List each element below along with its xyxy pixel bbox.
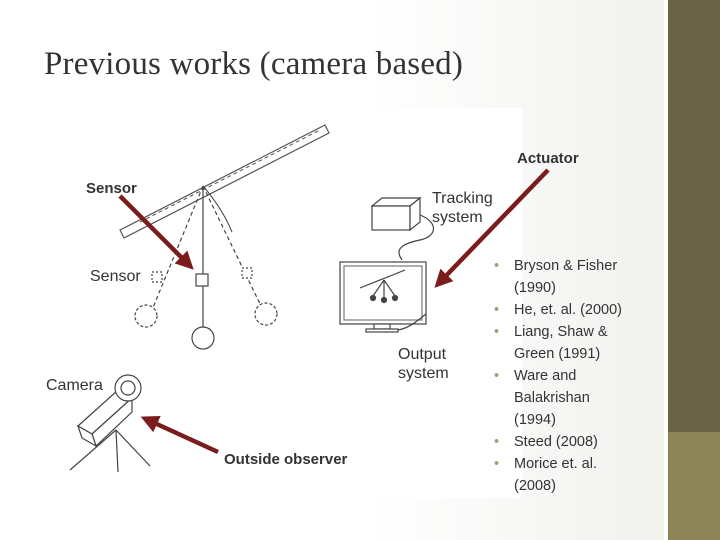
reference-text: Steed (2008) — [514, 434, 598, 450]
camera-label: Camera — [46, 377, 103, 394]
reference-text: Morice et. al. — [514, 456, 597, 472]
tracking-system-box — [370, 196, 435, 261]
reference-text: Green (1991) — [514, 346, 601, 362]
reference-text: Bryson & Fisher — [514, 258, 618, 274]
list-item: • Liang, Shaw & Green (1991) — [490, 321, 660, 365]
outside-observer-label: Outside observer — [224, 451, 348, 468]
list-item: • Steed (2008) — [490, 431, 660, 453]
sidebar-divider — [664, 0, 668, 540]
camera — [69, 374, 151, 473]
tracking-system-label-line1: Tracking — [432, 190, 493, 207]
bullet-icon: • — [494, 302, 500, 318]
observer-arrow — [140, 415, 219, 455]
output-system-label-line1: Output — [398, 346, 447, 363]
actuator-arrow — [434, 168, 550, 288]
sensor-arrow — [118, 194, 194, 270]
reference-text: (2008) — [514, 478, 556, 494]
sensor-label: Sensor — [86, 180, 137, 197]
reference-text: He, et. al. (2000) — [514, 302, 622, 318]
list-item: • He, et. al. (2000) — [490, 299, 660, 321]
reference-text: (1990) — [514, 280, 556, 296]
bullet-icon: • — [494, 324, 500, 340]
reference-text: Liang, Shaw & — [514, 324, 608, 340]
sidebar-accent-block — [668, 432, 720, 540]
bullet-icon: • — [494, 434, 500, 450]
list-item: • Morice et. al. (2008) — [490, 453, 660, 497]
bullet-icon: • — [494, 368, 500, 384]
reference-text: Balakrishan — [514, 390, 590, 406]
reference-text: Ware and — [514, 368, 577, 384]
list-item: • Bryson & Fisher (1990) — [490, 255, 660, 299]
slide-title: Previous works (camera based) — [44, 46, 464, 82]
annotation-arrows — [118, 168, 550, 455]
output-system-label-line2: system — [398, 365, 449, 382]
tracking-system-label-line2: system — [432, 209, 483, 226]
sensor-inner-label: Sensor — [90, 268, 141, 285]
reference-text: (1994) — [514, 412, 556, 428]
bullet-icon: • — [494, 258, 500, 274]
reference-list: • Bryson & Fisher (1990) • He, et. al. (200… — [490, 255, 660, 497]
actuator-arm — [119, 124, 330, 239]
actuator-label: Actuator — [517, 150, 579, 167]
bullet-icon: • — [494, 456, 500, 472]
diagram-panel — [40, 108, 522, 498]
pendulum — [134, 185, 278, 350]
output-monitor — [339, 261, 427, 333]
